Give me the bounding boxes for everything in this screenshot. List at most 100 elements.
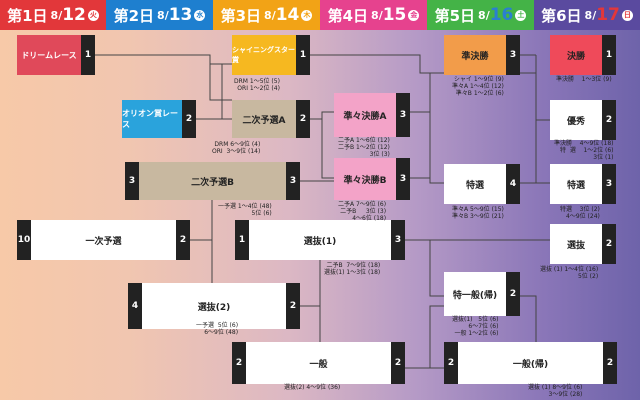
race-ichiji: 一次予選 2 10 bbox=[17, 220, 190, 260]
note-ippan: 選抜(2) 4〜9位 (36) bbox=[284, 384, 341, 391]
race-name: 選抜(1) bbox=[303, 236, 337, 247]
race-count-right: 3 bbox=[396, 158, 410, 200]
race-count-right: 2 bbox=[176, 220, 190, 260]
date-label: 13 bbox=[168, 5, 193, 25]
race-ippan: 一般 2 2 bbox=[232, 342, 405, 384]
weekday-badge: 木 bbox=[301, 9, 313, 21]
race-tokusen5: 特選 4 bbox=[444, 164, 520, 204]
race-ippan_ki: 一般(帰) 2 2 bbox=[444, 342, 617, 384]
race-count-right: 2 bbox=[603, 342, 617, 384]
race-count-right: 2 bbox=[506, 272, 520, 316]
race-name: 一次予選 bbox=[85, 236, 122, 247]
race-count-right: 2 bbox=[602, 224, 616, 264]
day-label: 第3日 bbox=[220, 6, 262, 25]
month-label: 8/ bbox=[264, 8, 276, 22]
race-name: 一般 bbox=[309, 359, 328, 370]
race-name: 準々決勝B bbox=[343, 175, 387, 186]
month-label: 8/ bbox=[371, 8, 383, 22]
race-name: 選抜 bbox=[566, 240, 585, 251]
race-count-right: 1 bbox=[81, 35, 95, 75]
date-label: 17 bbox=[596, 5, 620, 25]
note-junkessho: シャイ 1〜9位 (9) 準々A 1〜4位 (12) 準々B 1〜2位 (6) bbox=[452, 76, 504, 97]
day-label: 第6日 bbox=[541, 6, 582, 25]
note-kessho: 準決勝 1〜3位 (9) bbox=[556, 76, 612, 83]
note-ippan_ki: 選抜 (1) 8〜9位 (6) 3〜9位 (28) bbox=[528, 384, 583, 398]
race-count-right: 3 bbox=[602, 164, 616, 204]
note-senbatsu2: 一予選 5位 (6) 6〜9位 (48) bbox=[196, 322, 239, 336]
note-senbatsu6: 選抜 (1) 1〜4位 (16) 5位 (2) bbox=[540, 266, 599, 280]
race-count-right: 1 bbox=[296, 35, 310, 75]
race-name: オリオン賞レース bbox=[122, 109, 178, 129]
weekday-badge: 土 bbox=[515, 9, 527, 21]
day-label: 第4日 bbox=[327, 6, 369, 25]
note-niji_b: 一予選 1〜4位 (48) 5位 (6) bbox=[218, 203, 272, 217]
race-name: 準々決勝A bbox=[343, 111, 387, 122]
race-senbatsu2: 選抜(2) 2 4 bbox=[128, 283, 300, 329]
race-count-right: 1 bbox=[602, 35, 616, 75]
date-label: 15 bbox=[382, 5, 407, 25]
note-senbatsu1: 二予B 7〜9位 (18) 選抜(1) 1〜3位 (18) bbox=[324, 262, 381, 276]
race-name: 選抜(2) bbox=[197, 302, 231, 313]
race-count-right: 2 bbox=[286, 283, 300, 329]
race-count-right: 2 bbox=[602, 100, 616, 140]
race-count-right: 3 bbox=[286, 162, 300, 200]
day-label: 第1日 bbox=[7, 6, 48, 25]
note-niji_a: DRM 6〜9位 (4) ORI 3〜9位 (14) bbox=[212, 141, 261, 155]
date-label: 14 bbox=[275, 5, 300, 25]
race-count-left: 2 bbox=[444, 342, 458, 384]
race-name: 準決勝 bbox=[461, 51, 489, 62]
race-count-left: 1 bbox=[235, 220, 249, 260]
month-label: 8/ bbox=[50, 8, 63, 22]
weekday-badge: 金 bbox=[408, 9, 420, 21]
race-junjun_a: 準々決勝A 3 bbox=[334, 93, 410, 137]
date-label: 16 bbox=[489, 5, 514, 25]
race-name: 特一般(帰) bbox=[452, 290, 498, 301]
note-tokuippan: 選抜(1) 5位 (6) 6〜7位 (6) 一般 1〜2位 (6) bbox=[452, 316, 499, 337]
note-junjun_b: 二予A 7〜9位 (6) 二予B 3位 (3) 4〜6位 (18) bbox=[338, 201, 387, 222]
race-name: ドリームレース bbox=[21, 50, 77, 60]
month-label: 8/ bbox=[478, 8, 490, 22]
race-count-right: 2 bbox=[296, 100, 310, 138]
race-count-right: 3 bbox=[506, 35, 520, 75]
race-count-right: 3 bbox=[396, 93, 410, 137]
race-count-right: 2 bbox=[391, 342, 405, 384]
note-tokusen6: 特選 3位 (2) 4〜9位 (24) bbox=[560, 206, 600, 220]
month-label: 8/ bbox=[584, 8, 597, 22]
race-count-left: 2 bbox=[232, 342, 246, 384]
race-count-right: 4 bbox=[506, 164, 520, 204]
note-yushu: 準決勝 4〜9位 (18) 特 選 1〜2位 (6) 3位 (1) bbox=[554, 140, 614, 161]
race-name: 特選 bbox=[465, 180, 484, 191]
weekday-badge: 火 bbox=[87, 9, 99, 21]
note-shining: DRM 1〜5位 (5) ORI 1〜2位 (4) bbox=[234, 78, 280, 92]
weekday-badge: 水 bbox=[194, 9, 206, 21]
race-tokusen6: 特選 3 bbox=[550, 164, 616, 204]
day-label: 第2日 bbox=[113, 6, 155, 25]
race-name: 特選 bbox=[566, 180, 585, 191]
race-count-right: 3 bbox=[391, 220, 405, 260]
month-label: 8/ bbox=[157, 8, 169, 22]
note-tokusen5: 準々A 5〜9位 (15) 準々B 3〜9位 (21) bbox=[452, 206, 504, 220]
note-junjun_a: 二予A 1〜6位 (12) 二予B 1〜2位 (12) 3位 (3) bbox=[338, 137, 390, 158]
race-name: 優秀 bbox=[566, 116, 585, 127]
race-name: 一般(帰) bbox=[512, 359, 549, 370]
race-yushu: 優秀 2 bbox=[550, 100, 616, 140]
race-count-left: 10 bbox=[17, 220, 31, 260]
race-name: 二次予選B bbox=[191, 177, 234, 188]
race-count-left: 3 bbox=[125, 162, 139, 200]
race-niji_b: 二次予選B 3 3 bbox=[125, 162, 300, 200]
race-name: シャイニングスター賞 bbox=[232, 46, 295, 64]
race-count-left: 4 bbox=[128, 283, 142, 329]
race-count-right: 2 bbox=[182, 100, 196, 138]
race-junkessho: 準決勝 3 bbox=[444, 35, 520, 75]
race-junjun_b: 準々決勝B 3 bbox=[334, 158, 410, 200]
